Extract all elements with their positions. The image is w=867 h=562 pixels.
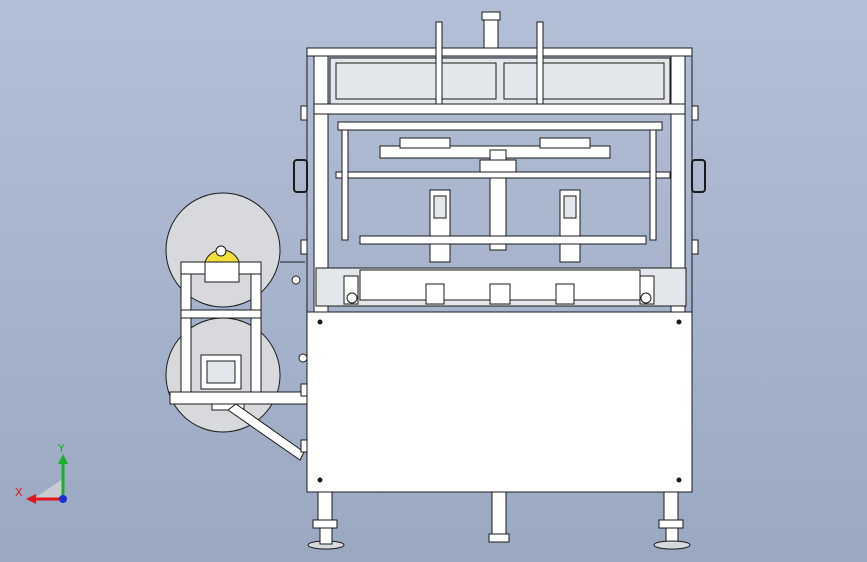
reel-frame-left-post [180, 261, 192, 393]
upper-carriage-plate [337, 121, 663, 131]
cabinet-body [306, 311, 693, 493]
fixture-clamp [425, 283, 445, 305]
left-end-knob [346, 292, 358, 304]
left-foot-stem [319, 527, 333, 545]
right-cylinder-window [563, 195, 577, 219]
frame-middle-beam [313, 103, 686, 115]
left-foot-column [317, 491, 333, 523]
lower-cabinet [300, 311, 693, 493]
right-foot-column [663, 491, 679, 523]
reel-pivot-pin [298, 353, 308, 363]
reel-frame-right-post [250, 261, 262, 393]
x-axis-label: X [15, 486, 23, 499]
cabinet-bolt [676, 319, 682, 325]
leveling-feet [307, 489, 691, 550]
fixture-clamp [489, 283, 511, 305]
frame-hinge [300, 105, 308, 121]
top-glass-panel [329, 57, 671, 105]
frame-hinge [691, 239, 699, 255]
left-cylinder-window [433, 195, 447, 219]
lower-press-plate [359, 235, 647, 245]
left-guide-post [341, 129, 349, 241]
frame-top-beam [306, 47, 693, 57]
left-foot-nut [312, 519, 338, 529]
press-mechanism [315, 121, 687, 307]
center-lift-rod [483, 17, 499, 49]
right-guide-post [649, 129, 657, 241]
right-foot-pad [653, 540, 691, 550]
guide-rail [335, 171, 671, 179]
frame-right-column [670, 55, 686, 313]
lower-reel-hub-window [206, 360, 236, 384]
reel-assembly [165, 192, 311, 461]
right-end-knob [640, 292, 652, 304]
guide-rod-left [435, 21, 443, 105]
guide-rod-right [536, 21, 544, 105]
cabinet-hinge [300, 439, 308, 453]
y-axis-label: Y [58, 442, 65, 455]
center-post-cap [488, 533, 510, 543]
y-axis-arrowhead [58, 454, 68, 464]
reel-frame-mid-bar [180, 309, 262, 319]
cabinet-hinge [300, 383, 308, 397]
right-foot-nut [658, 519, 684, 529]
triad-plane [32, 478, 64, 500]
cabinet-bolt [676, 477, 682, 483]
frame-hinge [691, 105, 699, 121]
upper-reel-hub-block [204, 261, 240, 283]
left-slide-block [399, 137, 451, 149]
right-door-handle [691, 159, 706, 193]
x-axis-arrowhead [26, 494, 36, 504]
upper-frame [293, 47, 706, 313]
left-door-handle [293, 159, 308, 193]
right-slide-block [539, 137, 591, 149]
frame-left-column [313, 55, 329, 313]
top-guide-rods [435, 11, 544, 105]
cabinet-bolt [317, 319, 323, 325]
coordinate-triad [26, 454, 68, 504]
cabinet-bolt [317, 477, 323, 483]
reel-tension-pin [291, 275, 301, 285]
top-window-right [503, 62, 665, 100]
top-window-left [335, 62, 497, 100]
fixture-clamp [555, 283, 575, 305]
z-axis-point [59, 495, 67, 503]
lift-rod-cap [481, 11, 501, 21]
reel-base-arm [169, 391, 311, 405]
upper-reel-hub [215, 245, 227, 257]
center-support-post [491, 489, 507, 537]
frame-hinge [300, 239, 308, 255]
